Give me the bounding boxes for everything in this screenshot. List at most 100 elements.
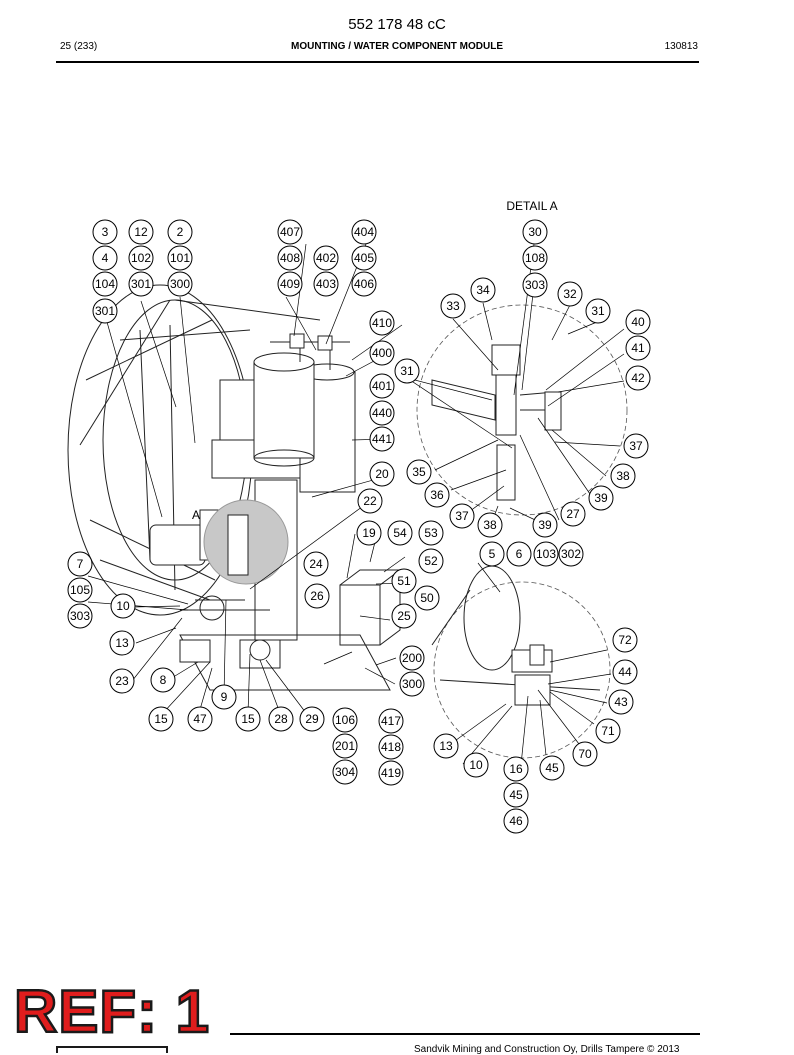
part-balloon-31: 31 bbox=[585, 298, 611, 324]
leader-line bbox=[520, 695, 529, 766]
part-number-text: 406 bbox=[354, 277, 374, 291]
part-number-text: 38 bbox=[483, 518, 497, 532]
part-number-text: 15 bbox=[241, 712, 255, 726]
part-balloon-10: 10 bbox=[110, 593, 136, 619]
leader-line bbox=[551, 429, 607, 477]
part-number-text: 13 bbox=[439, 739, 453, 753]
part-balloon-407: 407 bbox=[277, 219, 303, 245]
part-balloon-37: 37 bbox=[449, 503, 475, 529]
part-balloon-72: 72 bbox=[612, 627, 638, 653]
leader-line bbox=[162, 661, 211, 714]
part-number-text: 70 bbox=[578, 747, 592, 761]
part-number-text: 23 bbox=[115, 674, 129, 688]
part-number-text: 34 bbox=[476, 283, 490, 297]
leader-line bbox=[519, 434, 560, 521]
part-number-text: 26 bbox=[310, 589, 324, 603]
page-number: 25 (233) bbox=[60, 41, 98, 52]
leader-line bbox=[406, 377, 493, 401]
leader-line bbox=[567, 321, 598, 335]
leader-line bbox=[477, 562, 501, 593]
part-number-text: 40 bbox=[631, 315, 645, 329]
part-number-text: 6 bbox=[516, 547, 523, 561]
part-balloon-303: 303 bbox=[522, 272, 548, 298]
part-balloon-8: 8 bbox=[150, 667, 176, 693]
ref-label: REF: 1 bbox=[13, 978, 211, 1045]
part-number-text: 46 bbox=[509, 814, 523, 828]
part-balloon-418: 418 bbox=[378, 734, 404, 760]
part-number-text: 441 bbox=[372, 432, 392, 446]
leader-line bbox=[521, 284, 535, 391]
part-number-text: 302 bbox=[561, 547, 581, 561]
leader-line bbox=[545, 328, 625, 391]
part-balloon-408: 408 bbox=[277, 245, 303, 271]
footer-rule bbox=[230, 1033, 700, 1035]
part-number-text: 105 bbox=[70, 583, 90, 597]
leader-line bbox=[364, 667, 396, 685]
leader-line bbox=[179, 296, 196, 444]
part-balloon-35: 35 bbox=[406, 459, 432, 485]
part-number-text: 101 bbox=[170, 251, 190, 265]
part-number-text: 409 bbox=[280, 277, 300, 291]
page-title: MOUNTING / WATER COMPONENT MODULE bbox=[290, 41, 504, 52]
leader-line bbox=[223, 599, 227, 697]
part-balloon-41: 41 bbox=[625, 335, 651, 361]
part-number-text: 32 bbox=[563, 287, 577, 301]
part-balloon-29: 29 bbox=[299, 706, 325, 732]
part-number-text: 22 bbox=[363, 494, 377, 508]
part-number-text: 304 bbox=[335, 765, 355, 779]
part-number-text: 301 bbox=[95, 304, 115, 318]
part-balloon-419: 419 bbox=[378, 760, 404, 786]
part-number-text: 33 bbox=[446, 299, 460, 313]
part-balloon-45: 45 bbox=[503, 782, 529, 808]
part-balloon-301: 301 bbox=[128, 271, 154, 297]
part-number-text: 45 bbox=[509, 788, 523, 802]
part-number-text: 41 bbox=[631, 341, 645, 355]
part-number-text: 8 bbox=[160, 673, 167, 687]
part-number-text: 47 bbox=[193, 712, 207, 726]
part-number-text: 39 bbox=[538, 518, 552, 532]
part-number-text: 300 bbox=[170, 277, 190, 291]
part-balloon-401: 401 bbox=[369, 373, 395, 399]
part-number-text: 440 bbox=[372, 406, 392, 420]
leader-line bbox=[131, 617, 183, 682]
part-balloon-103: 103 bbox=[533, 541, 559, 567]
part-balloon-53: 53 bbox=[418, 520, 444, 546]
part-balloon-104: 104 bbox=[92, 271, 118, 297]
leader-line bbox=[249, 500, 371, 590]
part-balloon-50: 50 bbox=[414, 585, 440, 611]
part-balloon-31: 31 bbox=[394, 358, 420, 384]
part-number-text: 30 bbox=[528, 225, 542, 239]
part-number-text: 10 bbox=[116, 599, 130, 613]
part-balloon-45: 45 bbox=[539, 755, 565, 781]
part-balloon-71: 71 bbox=[595, 718, 621, 744]
leader-line bbox=[539, 699, 547, 756]
part-balloon-4: 4 bbox=[92, 245, 118, 271]
part-balloon-300: 300 bbox=[167, 271, 193, 297]
part-number-text: 4 bbox=[102, 251, 109, 265]
part-balloon-101: 101 bbox=[167, 245, 193, 271]
part-balloon-303: 303 bbox=[67, 603, 93, 629]
part-number-text: 405 bbox=[354, 251, 374, 265]
part-number-text: 417 bbox=[381, 714, 401, 728]
part-balloon-400: 400 bbox=[369, 340, 395, 366]
leader-line bbox=[259, 659, 281, 714]
part-balloon-6: 6 bbox=[506, 541, 532, 567]
part-number-text: 54 bbox=[393, 526, 407, 540]
part-number-text: 108 bbox=[525, 251, 545, 265]
part-number-text: 51 bbox=[397, 574, 411, 588]
part-balloon-13: 13 bbox=[433, 733, 459, 759]
part-balloon-25: 25 bbox=[391, 603, 417, 629]
part-number-text: 36 bbox=[430, 488, 444, 502]
part-number-text: 12 bbox=[134, 225, 148, 239]
part-balloon-43: 43 bbox=[608, 689, 634, 715]
leader-line bbox=[537, 417, 591, 495]
leader-line bbox=[551, 304, 571, 341]
detail-label: DETAIL A bbox=[506, 199, 557, 213]
main-view-balloons: 3410430112102301210130040740840940240340… bbox=[67, 219, 444, 786]
footer-copyright: Sandvik Mining and Construction Oy, Dril… bbox=[414, 1044, 680, 1055]
document-number: 552 178 48 cC bbox=[348, 16, 446, 33]
part-number-text: 31 bbox=[591, 304, 605, 318]
part-number-text: 42 bbox=[631, 371, 645, 385]
part-number-text: 104 bbox=[95, 277, 115, 291]
